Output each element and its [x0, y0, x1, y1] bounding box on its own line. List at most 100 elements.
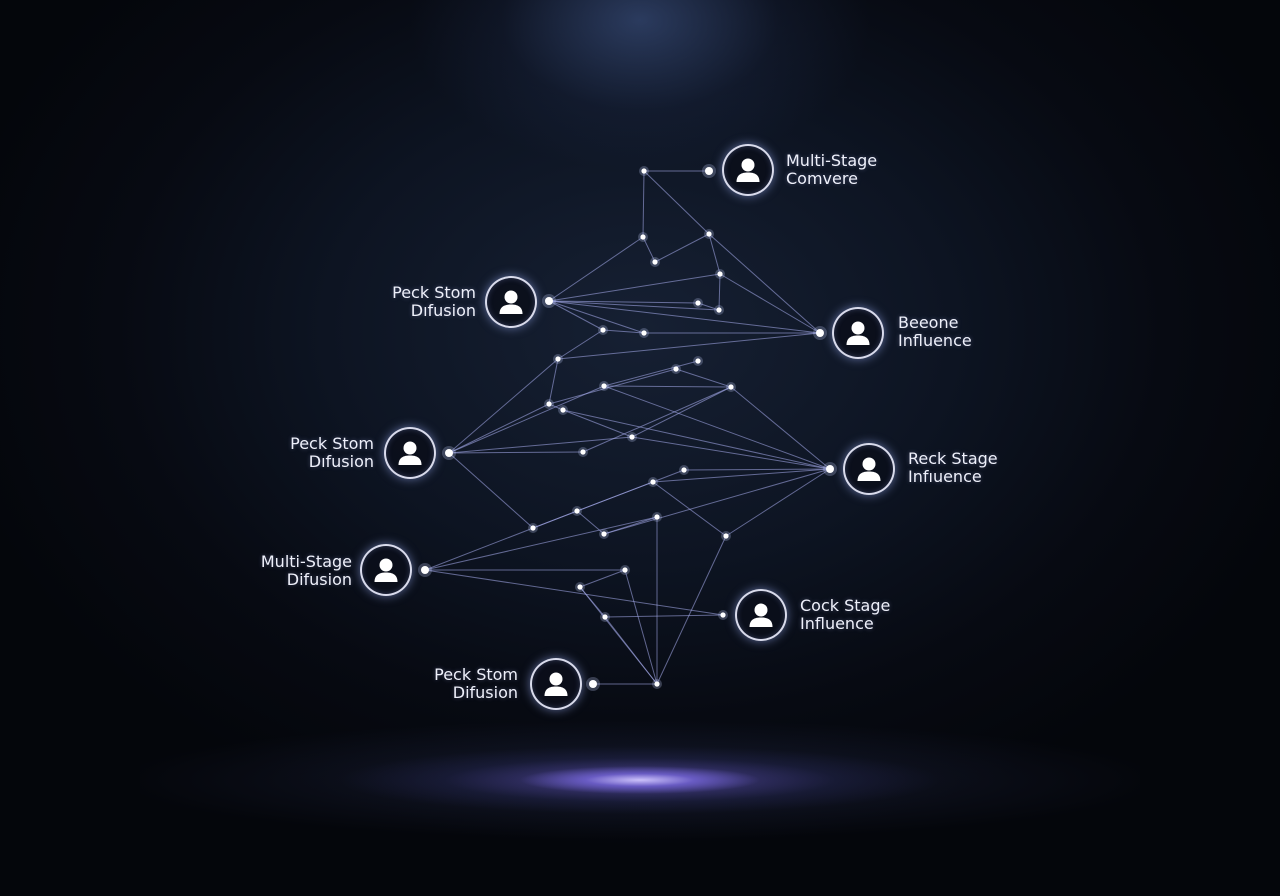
- network-edge: [548, 300, 645, 334]
- persona-avatar-icon: [722, 144, 774, 196]
- network-node: [826, 465, 834, 473]
- network-node: [445, 449, 453, 457]
- network-node: [650, 479, 656, 485]
- persona-avatar-icon: [530, 658, 582, 710]
- network-node: [560, 407, 566, 413]
- network-edge: [576, 481, 654, 512]
- network-edge: [548, 273, 721, 302]
- network-edge: [603, 468, 831, 535]
- network-node: [555, 356, 561, 362]
- network-edge: [548, 300, 604, 331]
- network-node: [574, 508, 580, 514]
- network-edge: [675, 368, 732, 388]
- network-edge: [448, 452, 534, 529]
- network-node: [545, 297, 553, 305]
- network-edge: [708, 233, 721, 275]
- network-edge: [448, 403, 550, 454]
- network-edge: [579, 569, 626, 588]
- network-edge: [719, 273, 821, 334]
- network-node: [717, 271, 723, 277]
- network-edge: [548, 358, 559, 405]
- network-node: [706, 231, 712, 237]
- network-node: [705, 167, 713, 175]
- persona-label-line2: Infıuence: [908, 467, 982, 486]
- persona-avatar-icon: [384, 427, 436, 479]
- network-node: [602, 614, 608, 620]
- persona-avatar-icon: [843, 443, 895, 495]
- network-node: [641, 330, 647, 336]
- network-node: [622, 567, 628, 573]
- persona-label-line1: Peck Stom: [392, 283, 476, 302]
- network-node: [577, 584, 583, 590]
- persona-label: Peck Stom Dıfusion: [392, 284, 476, 320]
- network-node: [681, 467, 687, 473]
- persona-avatar-icon: [360, 544, 412, 596]
- network-edge: [643, 170, 710, 235]
- edge-group: [424, 170, 831, 685]
- persona-label: Reck Stage Infıuence: [908, 450, 998, 486]
- network-node: [589, 680, 597, 688]
- network-node: [641, 168, 647, 174]
- persona-label-line1: Multi-Stage: [786, 151, 878, 170]
- network-edge: [424, 569, 724, 616]
- network-edge: [562, 409, 831, 470]
- network-edge: [730, 386, 831, 470]
- network-node: [530, 525, 536, 531]
- network-edge: [604, 616, 658, 685]
- network-node: [546, 401, 552, 407]
- persona-label: Cock Stage Influence: [800, 597, 890, 633]
- network-edge: [562, 409, 633, 438]
- network-edge: [683, 468, 831, 471]
- network-edge: [576, 510, 605, 535]
- network-edge: [624, 569, 658, 685]
- network-node: [601, 531, 607, 537]
- network-node: [673, 366, 679, 372]
- persona-label-line2: Dıfusion: [410, 301, 476, 320]
- persona-label-line1: Peck Stom: [290, 434, 374, 453]
- network-edge: [603, 385, 831, 470]
- persona-label-line2: Difusion: [286, 570, 352, 589]
- persona-label-line2: Influence: [800, 614, 874, 633]
- network-node: [695, 358, 701, 364]
- network-edge: [697, 302, 720, 311]
- network-edge: [579, 586, 606, 618]
- network-node: [421, 566, 429, 574]
- network-node: [600, 327, 606, 333]
- network-node: [654, 514, 660, 520]
- network-edge: [557, 332, 821, 360]
- network-edge: [654, 233, 710, 263]
- network-edge: [725, 468, 831, 537]
- network-node: [629, 434, 635, 440]
- network-node: [723, 533, 729, 539]
- network-node: [716, 307, 722, 313]
- network-edge: [448, 451, 584, 454]
- persona-avatar-icon: [735, 589, 787, 641]
- network-edge: [557, 329, 604, 360]
- persona-label-line1: Reck Stage: [908, 449, 998, 468]
- persona-avatar-icon: [485, 276, 537, 328]
- network-edge: [603, 360, 699, 387]
- persona-label-line2: Dıfusion: [308, 452, 374, 471]
- network-node: [580, 449, 586, 455]
- network-edge: [448, 358, 559, 454]
- network-edge: [424, 516, 658, 571]
- node-dot-group: [418, 164, 837, 691]
- network-edge: [603, 385, 732, 388]
- network-edge: [604, 614, 724, 618]
- network-edge: [548, 300, 699, 304]
- network-node: [640, 234, 646, 240]
- network-node: [816, 329, 824, 337]
- persona-label-line2: Difusion: [452, 683, 518, 702]
- network-node: [654, 681, 660, 687]
- persona-avatar-icon: [832, 307, 884, 359]
- network-edge: [448, 385, 605, 454]
- network-edge: [718, 273, 721, 311]
- persona-label-line1: Cock Stage: [800, 596, 891, 615]
- network-node: [695, 300, 701, 306]
- network-edge: [631, 436, 831, 470]
- network-node: [728, 384, 734, 390]
- network-edge: [642, 236, 656, 263]
- persona-label: Multi-Stage Difusion: [261, 553, 352, 589]
